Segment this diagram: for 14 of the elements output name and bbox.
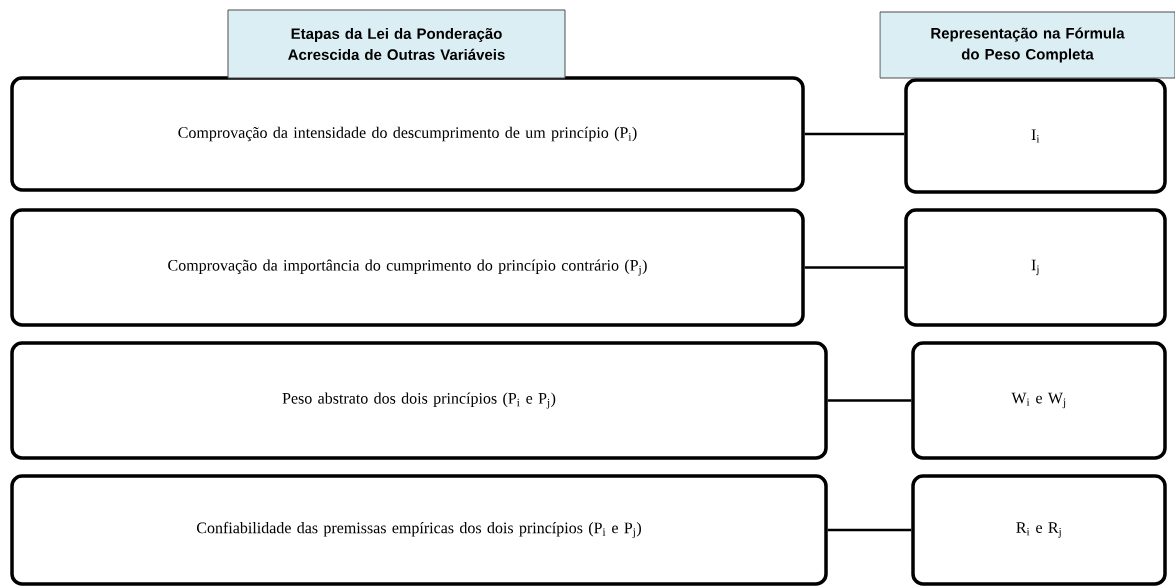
column-header: Representação na Fórmula do Peso Completa — [879, 11, 1175, 79]
formula-box: R$_{i}$ e R$_{j}$ — [911, 474, 1167, 586]
connector-line — [804, 266, 905, 269]
formula-box: W$_{i}$ e W$_{j}$ — [911, 341, 1167, 460]
connector-line — [804, 132, 905, 136]
step-box: Comprovação da intensidade do descumprimento de um princípio (P$_{i}$) — [10, 76, 805, 192]
connector-line — [827, 528, 912, 532]
step-box: Comprovação da importância do cumprimento do princípio contrário (P$_{j}$) — [10, 208, 805, 327]
step-box: Confiabilidade das premissas empíricas dos dois princípios (P$_{i}$ e P$_{j}$) — [10, 474, 828, 586]
column-header: Etapas da Lei da Ponderação Acrescida de Outras Variáveis — [227, 9, 566, 79]
formula-box: I$_{j}$ — [904, 208, 1167, 327]
step-box: Peso abstrato dos dois princípios (P$_{i}$ e P$_{j}$) — [10, 341, 828, 460]
formula-box: I$_{i}$ — [904, 78, 1167, 194]
connector-line — [827, 399, 912, 402]
